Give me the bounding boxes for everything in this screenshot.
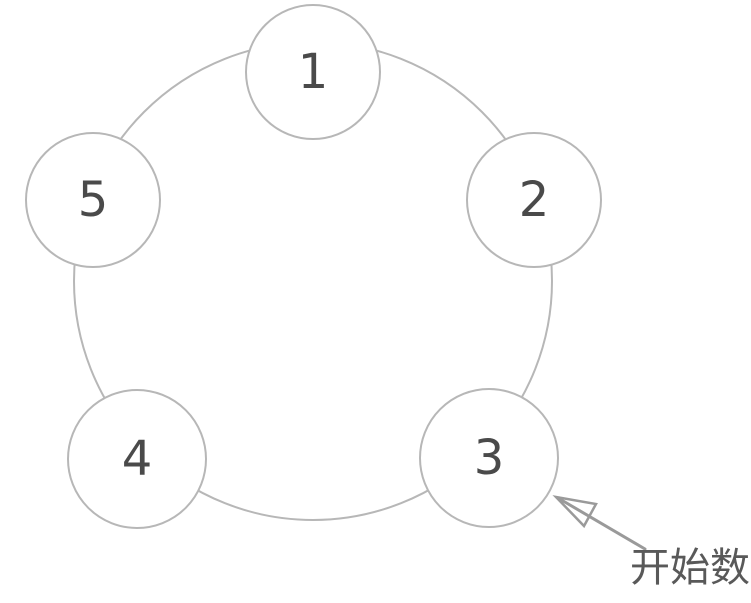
node-4-label: 4 [121,431,153,487]
node-1-label: 1 [297,44,329,100]
node-3-label: 3 [473,430,505,486]
node-circle-5: 5 [25,132,161,268]
start-label: 开始数 [630,545,750,591]
node-2-label: 2 [518,172,550,228]
arrow-head-icon [552,495,598,529]
node-circle-1: 1 [245,4,381,140]
arrow-shaft [556,496,647,551]
node-5-label: 5 [77,172,109,228]
node-circle-4: 4 [67,389,207,529]
node-circle-3: 3 [419,388,559,528]
node-circle-2: 2 [466,132,602,268]
